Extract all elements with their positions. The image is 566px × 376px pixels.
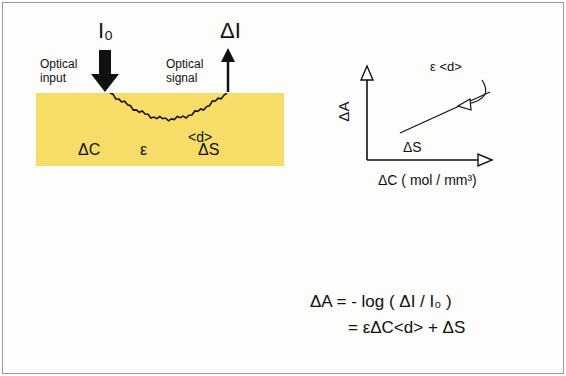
input-arrow [91,50,119,92]
slope-label: ε <d> [430,60,462,75]
x-axis-head [478,154,492,166]
input-caption: Optical input [40,58,94,86]
intensity-change-label: ΔI [220,18,241,43]
depth-curve [36,93,284,166]
slope-line [400,92,490,133]
quantity-label: ΔC [78,141,100,159]
slope-arrow-head [458,99,471,110]
quantity-label: ε [140,141,147,159]
frame [3,3,564,374]
axis-label: ΔS [403,139,422,155]
quantity-label: ΔS [198,141,219,159]
equation: ΔA = - log ( ΔI / I₀ ) [310,292,452,312]
signal-caption: Optical signal [166,58,220,86]
signal-arrow-shaft [227,60,230,92]
axis-label: ΔC ( mol / mm³) [378,172,477,188]
sample-block: <d>ΔCεΔS [36,93,284,166]
equation: = εΔC<d> + ΔS [348,318,465,338]
intensity-label: I₀ [98,18,113,43]
y-axis-head [361,66,373,80]
depth-curve-path [110,93,227,121]
y-axis [366,80,368,160]
x-axis [367,159,478,161]
axis-label: ΔA [335,102,352,122]
signal-arrow-head [221,48,235,62]
